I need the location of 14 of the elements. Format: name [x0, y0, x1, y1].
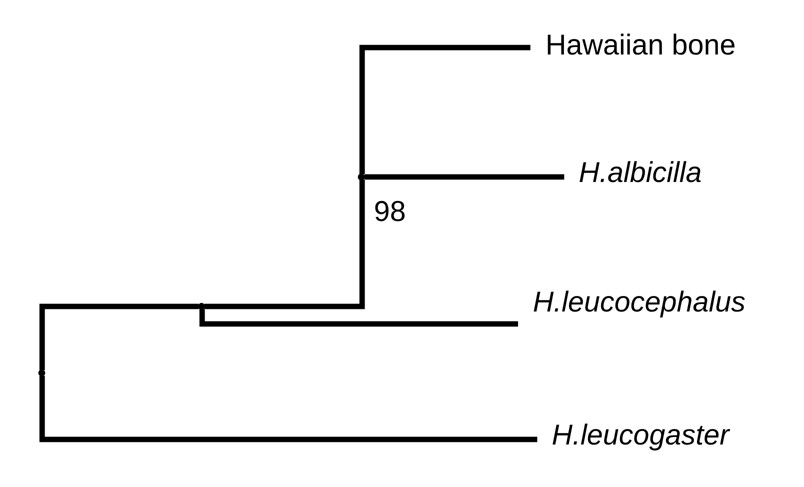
node-point: [38, 369, 46, 376]
connector: [364, 174, 564, 180]
connector: [39, 304, 199, 370]
node-text: Hawaiian bone: [545, 29, 736, 62]
connector: [39, 376, 538, 442]
node-text: H.albicilla: [578, 157, 702, 190]
edge-label: 98: [374, 196, 406, 228]
node-text: H.leucogaster: [552, 419, 730, 452]
node-text: H.leucocephalus: [532, 286, 746, 318]
connector: [359, 44, 530, 174]
node-point: [198, 302, 206, 310]
connector: [204, 180, 365, 310]
connector: [199, 309, 518, 327]
node-point: [358, 174, 365, 180]
